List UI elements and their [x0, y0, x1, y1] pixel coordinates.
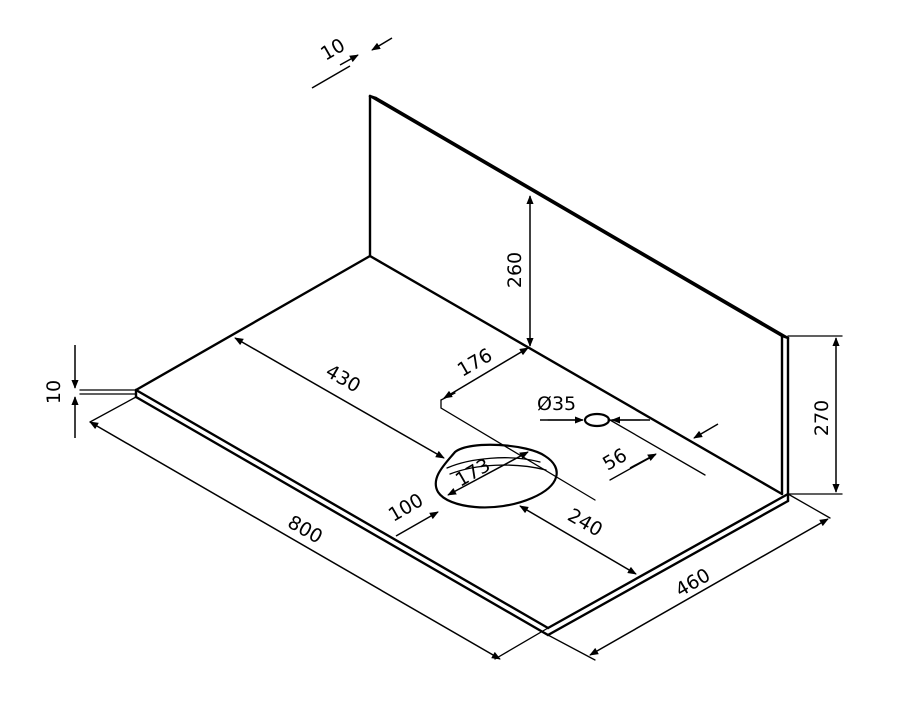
- dim-side-height: 270: [811, 400, 833, 436]
- dim-hole-offset-left: 176: [454, 344, 496, 381]
- dimension-labels: 10 10 260 176 430 Ø35 270 56 173 100 240…: [43, 34, 833, 601]
- dim-sink-length: 100: [385, 489, 427, 526]
- dim-total-length: 800: [284, 511, 326, 548]
- back-panel: [368, 94, 790, 496]
- dim-base-thickness: 10: [43, 380, 65, 404]
- dim-back-height: 260: [504, 252, 526, 288]
- dim-top-thickness: 10: [317, 34, 349, 65]
- dim-tap-hole-diameter: Ø35: [537, 393, 576, 415]
- dimension-lines: [71, 37, 840, 660]
- tap-hole: [583, 412, 611, 428]
